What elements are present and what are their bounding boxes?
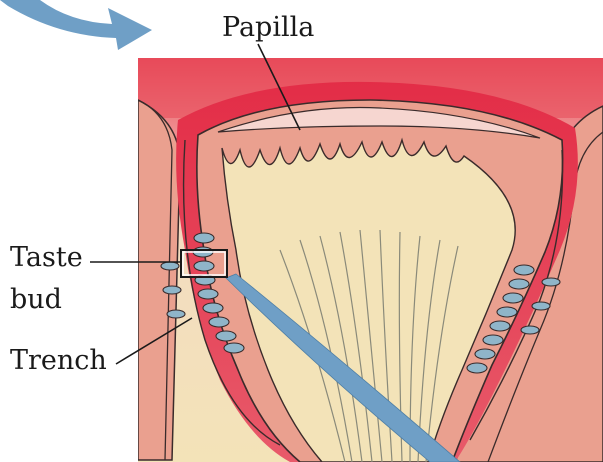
taste-bud-label-line1: Taste bbox=[10, 244, 83, 271]
trench-label: Trench bbox=[10, 347, 107, 374]
curved-arrow-icon bbox=[0, 0, 152, 50]
tissue-panel bbox=[138, 58, 603, 462]
papilla-label: Papilla bbox=[222, 14, 314, 41]
left-neighbor-fold bbox=[138, 100, 180, 460]
taste-bud-label-line2: bud bbox=[10, 286, 62, 313]
